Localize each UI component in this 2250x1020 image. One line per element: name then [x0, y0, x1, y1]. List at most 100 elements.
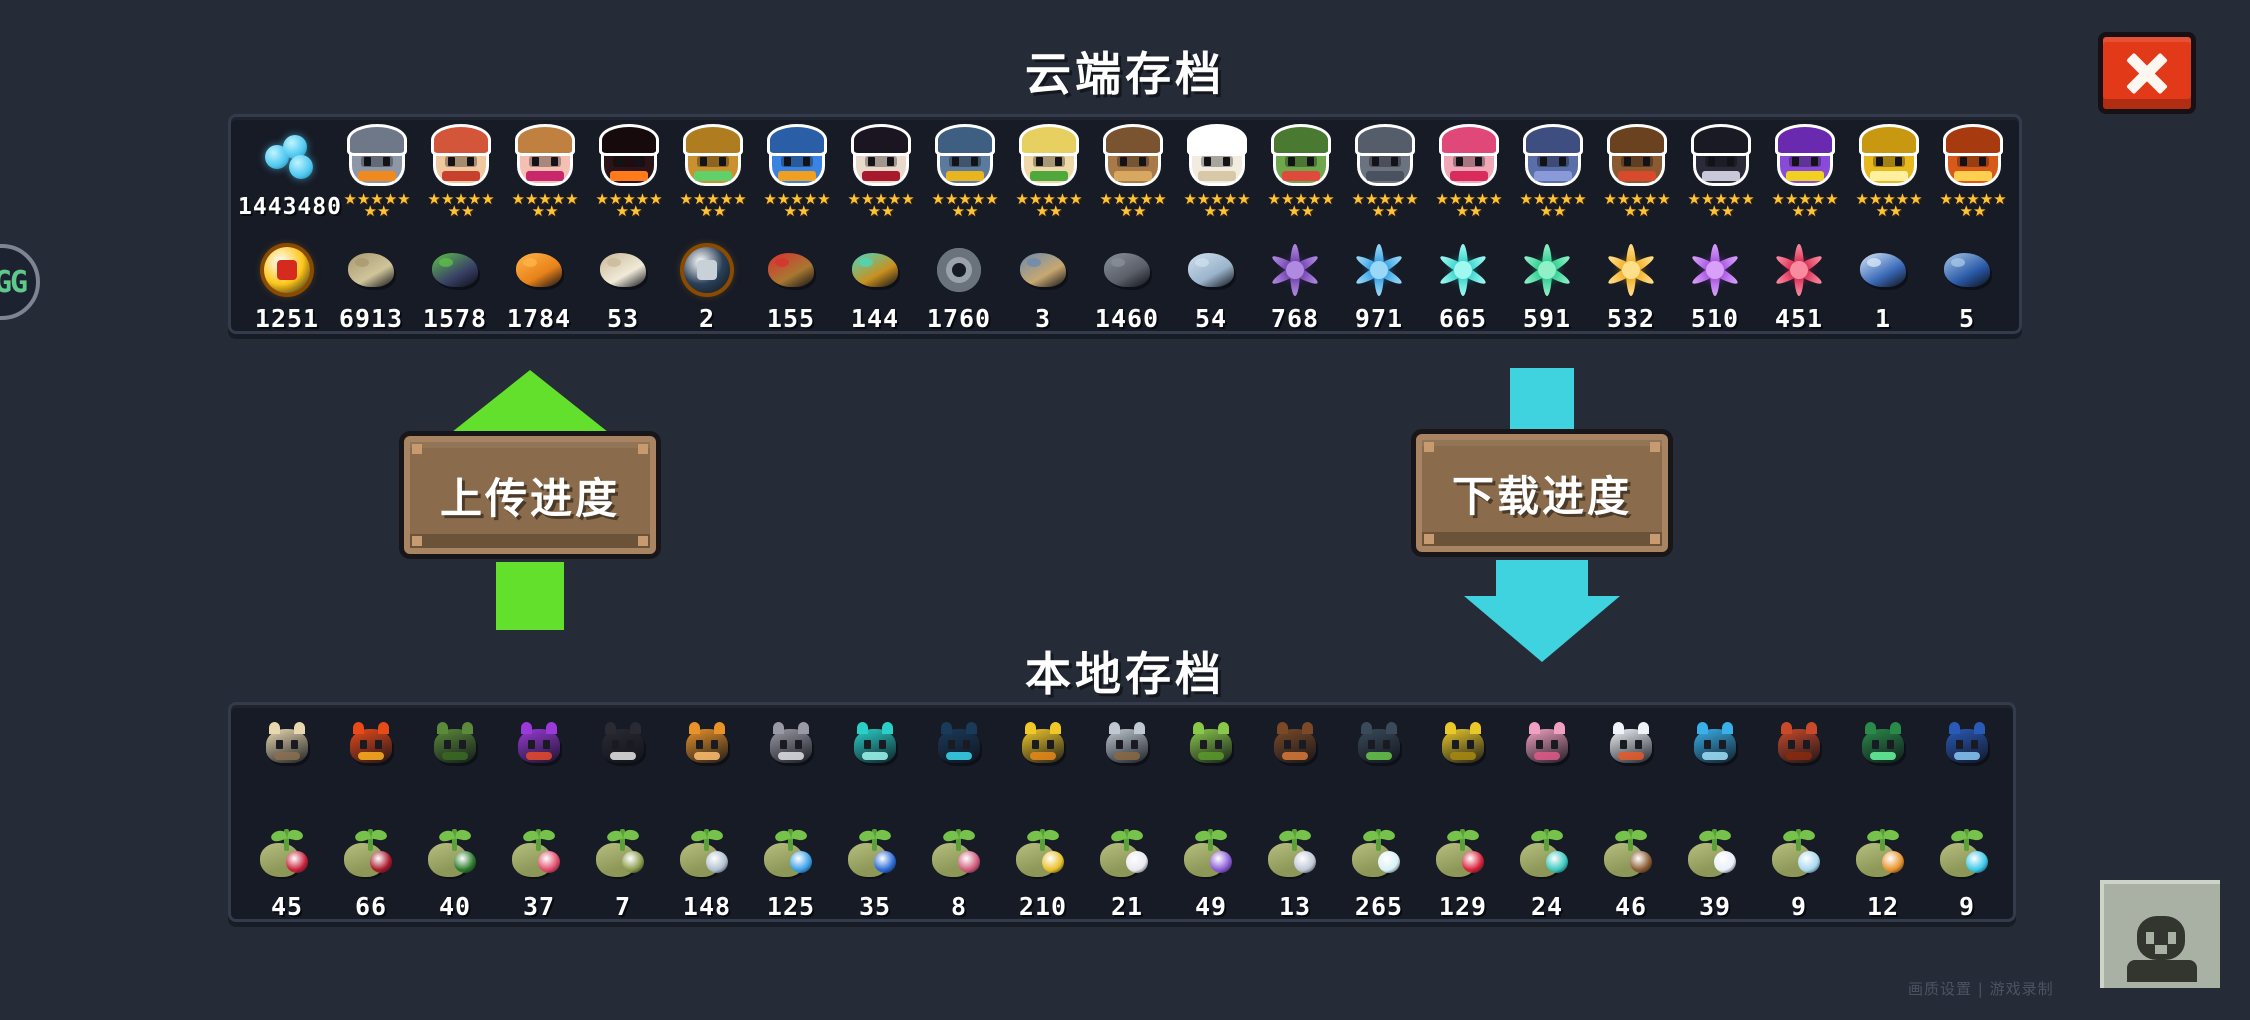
- item-slot[interactable]: 1578: [413, 235, 497, 333]
- item-slot[interactable]: 532: [1589, 235, 1673, 333]
- item-slot[interactable]: 1251: [245, 235, 329, 333]
- character-slot[interactable]: ★★★★★★★: [1763, 125, 1847, 219]
- pet-slot[interactable]: [665, 713, 749, 779]
- character-slot[interactable]: ★★★★★★★: [503, 125, 587, 219]
- character-slot[interactable]: ★★★★★★★: [335, 125, 419, 219]
- seed-slot[interactable]: 9: [1925, 823, 2009, 921]
- item-count: 510: [1690, 304, 1740, 333]
- item-slot[interactable]: 3: [1001, 235, 1085, 333]
- pet-slot[interactable]: [245, 713, 329, 779]
- pet-slot[interactable]: [1001, 713, 1085, 779]
- item-highlight: [439, 258, 453, 267]
- item-slot[interactable]: 1: [1841, 235, 1925, 333]
- pet-slot[interactable]: [833, 713, 917, 779]
- side-badge[interactable]: GG: [0, 244, 40, 320]
- character-slot[interactable]: ★★★★★★★: [587, 125, 671, 219]
- pet-slot[interactable]: [1421, 713, 1505, 779]
- seed-slot[interactable]: 46: [1589, 823, 1673, 921]
- item-slot[interactable]: 971: [1337, 235, 1421, 333]
- character-slot[interactable]: ★★★★★★★: [923, 125, 1007, 219]
- pet-slot[interactable]: [1169, 713, 1253, 779]
- pet-slot[interactable]: [497, 713, 581, 779]
- item-slot[interactable]: 155: [749, 235, 833, 333]
- item-slot[interactable]: 451: [1757, 235, 1841, 333]
- item-slot[interactable]: 144: [833, 235, 917, 333]
- seed-slot[interactable]: 129: [1421, 823, 1505, 921]
- upload-progress-button[interactable]: 上传进度: [404, 436, 656, 554]
- pet-eye: [1032, 740, 1039, 749]
- seed-slot[interactable]: 12: [1841, 823, 1925, 921]
- character-slot[interactable]: ★★★★★★★: [671, 125, 755, 219]
- pet-slot[interactable]: [1589, 713, 1673, 779]
- pet-eye: [864, 740, 871, 749]
- pet-slot[interactable]: [1085, 713, 1169, 779]
- pet-slot[interactable]: [1841, 713, 1925, 779]
- character-slot[interactable]: ★★★★★★★: [755, 125, 839, 219]
- character-slot[interactable]: ★★★★★★★: [1007, 125, 1091, 219]
- item-count: 1784: [506, 304, 572, 333]
- seed-slot[interactable]: 210: [1001, 823, 1085, 921]
- character-slot[interactable]: ★★★★★★★: [1343, 125, 1427, 219]
- character-slot[interactable]: ★★★★★★★: [1511, 125, 1595, 219]
- character-slot[interactable]: ★★★★★★★: [1847, 125, 1931, 219]
- character-slot[interactable]: ★★★★★★★: [1595, 125, 1679, 219]
- item-slot[interactable]: 665: [1421, 235, 1505, 333]
- seed-slot[interactable]: 21: [1085, 823, 1169, 921]
- item-slot[interactable]: 2: [665, 235, 749, 333]
- item-slot[interactable]: 5: [1925, 235, 2009, 333]
- item-slot[interactable]: 1460: [1085, 235, 1169, 333]
- item-slot[interactable]: 591: [1505, 235, 1589, 333]
- item-slot[interactable]: 54: [1169, 235, 1253, 333]
- seed-slot[interactable]: 8: [917, 823, 1001, 921]
- pet-slot[interactable]: [1253, 713, 1337, 779]
- pet-slot[interactable]: [1757, 713, 1841, 779]
- seed-slot[interactable]: 148: [665, 823, 749, 921]
- character-slot[interactable]: ★★★★★★★: [839, 125, 923, 219]
- seed-count: 39: [1698, 892, 1732, 921]
- pet-slot[interactable]: [1925, 713, 2009, 779]
- pet-slot[interactable]: [581, 713, 665, 779]
- character-slot[interactable]: ★★★★★★★: [1679, 125, 1763, 219]
- character-slot[interactable]: ★★★★★★★: [1175, 125, 1259, 219]
- item-slot[interactable]: 6913: [329, 235, 413, 333]
- item-slot[interactable]: 768: [1253, 235, 1337, 333]
- gold-coin-spirit-sprite: [1858, 127, 1920, 191]
- avatar[interactable]: [2100, 880, 2220, 988]
- pet-slot[interactable]: [1337, 713, 1421, 779]
- pet-eye: [1887, 740, 1894, 749]
- seed-slot[interactable]: 45: [245, 823, 329, 921]
- seed-slot[interactable]: 9: [1757, 823, 1841, 921]
- seed-slot[interactable]: 265: [1337, 823, 1421, 921]
- pet-slot[interactable]: [917, 713, 1001, 779]
- pet-slot[interactable]: [1505, 713, 1589, 779]
- seed-slot[interactable]: 39: [1673, 823, 1757, 921]
- green-elf-archer-sprite: [1018, 127, 1080, 191]
- character-slot[interactable]: ★★★★★★★: [1091, 125, 1175, 219]
- character-slot[interactable]: ★★★★★★★: [1259, 125, 1343, 219]
- character-slot[interactable]: ★★★★★★★: [1427, 125, 1511, 219]
- character-slot[interactable]: ★★★★★★★: [419, 125, 503, 219]
- item-slot[interactable]: 1784: [497, 235, 581, 333]
- seed-slot[interactable]: 125: [749, 823, 833, 921]
- pet-slot[interactable]: [749, 713, 833, 779]
- character-slot[interactable]: ★★★★★★★: [1931, 125, 2015, 219]
- item-slot[interactable]: 1760: [917, 235, 1001, 333]
- seed-slot[interactable]: 35: [833, 823, 917, 921]
- download-progress-button[interactable]: 下载进度: [1416, 434, 1668, 552]
- item-slot[interactable]: 53: [581, 235, 665, 333]
- item-slot[interactable]: 510: [1673, 235, 1757, 333]
- seed-slot[interactable]: 66: [329, 823, 413, 921]
- seed-slot[interactable]: 7: [581, 823, 665, 921]
- seed-slot[interactable]: 37: [497, 823, 581, 921]
- item-shape: [1104, 253, 1150, 287]
- seed-slot[interactable]: 40: [413, 823, 497, 921]
- pet-slot[interactable]: [1673, 713, 1757, 779]
- close-button[interactable]: [2098, 32, 2196, 114]
- seed-slot[interactable]: 49: [1169, 823, 1253, 921]
- seed-slot[interactable]: 13: [1253, 823, 1337, 921]
- seed-count: 210: [1018, 892, 1068, 921]
- pet-slot[interactable]: [329, 713, 413, 779]
- seed-slot[interactable]: 24: [1505, 823, 1589, 921]
- character-hat: [1778, 127, 1832, 153]
- pet-slot[interactable]: [413, 713, 497, 779]
